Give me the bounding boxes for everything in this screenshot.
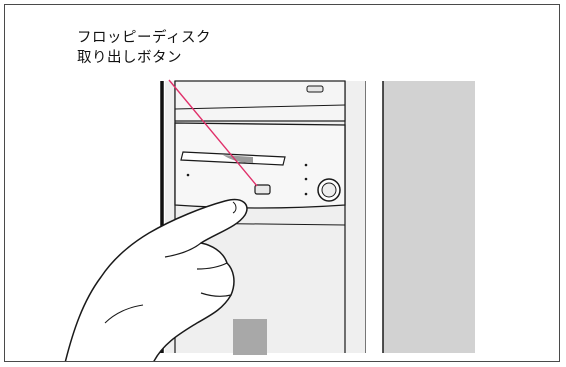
floppy-eject-button-icon[interactable] <box>254 184 271 195</box>
callout-leader-line <box>168 79 258 187</box>
power-button-icon[interactable] <box>317 178 341 202</box>
floppy-drive-bay <box>174 122 346 209</box>
pointing-hand-icon <box>64 198 248 361</box>
callout-label-line1: フロッピーディスク <box>77 30 211 46</box>
diagram-frame: フロッピーディスク 取り出しボタン <box>4 4 560 362</box>
callout-label: フロッピーディスク 取り出しボタン <box>77 28 211 68</box>
pc-tower-illustration <box>64 79 475 361</box>
tower-side-panel <box>383 81 475 353</box>
front-vent-slot <box>233 319 267 355</box>
callout-label-line2: 取り出しボタン <box>77 50 182 66</box>
